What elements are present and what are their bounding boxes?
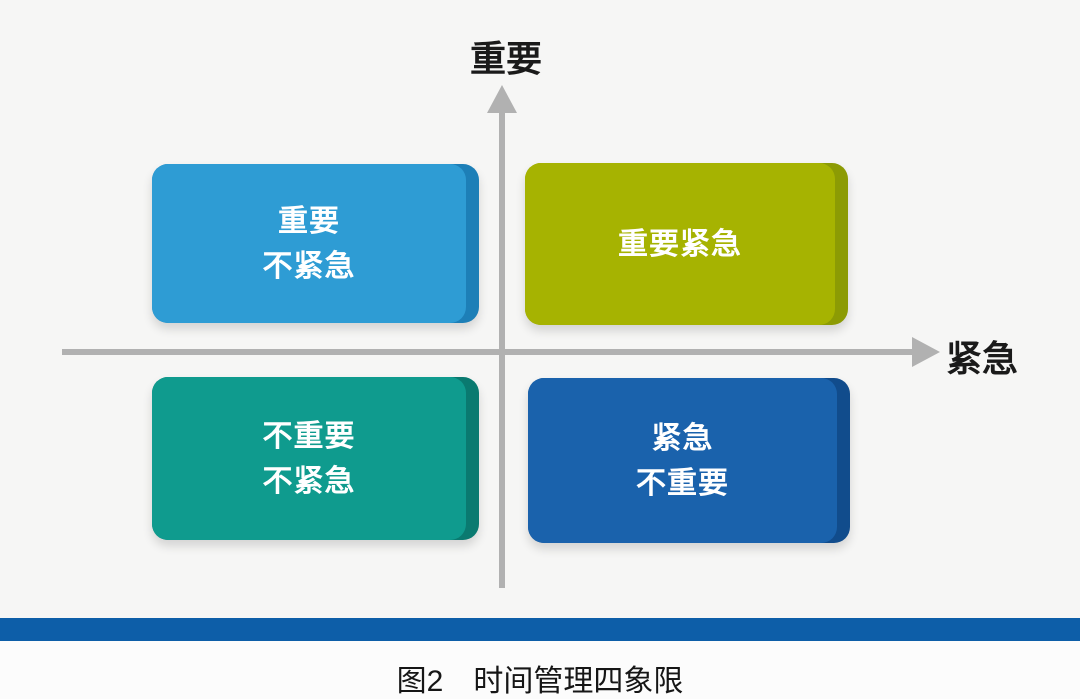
y-axis-line (499, 108, 505, 588)
quadrant-face: 重要紧急 (525, 163, 835, 325)
quadrant-important-urgent: 重要紧急 (525, 163, 848, 325)
quadrant-label-line: 不紧急 (262, 249, 356, 283)
quadrant-label-line: 不紧急 (262, 464, 356, 498)
figure-title: 时间管理四象限 (473, 665, 684, 698)
quadrant-label-line: 紧急 (651, 421, 714, 455)
quadrant-not-important-not-urgent: 不重要 不紧急 (152, 377, 479, 540)
quadrant-label-line: 不重要 (636, 466, 729, 500)
figure-number: 图2 (396, 665, 444, 698)
y-axis-label: 重要 (469, 38, 542, 79)
x-axis-label: 紧急 (946, 338, 1019, 379)
divider-bar (0, 618, 1080, 641)
x-axis-arrow-icon (912, 337, 940, 367)
quadrant-face: 紧急 不重要 (528, 378, 837, 543)
quadrant-face: 重要 不紧急 (152, 164, 466, 323)
quadrant-important-not-urgent: 重要 不紧急 (152, 164, 479, 323)
quadrant-label-line: 不重要 (262, 419, 356, 453)
quadrant-urgent-not-important: 紧急 不重要 (528, 378, 850, 543)
x-axis-line (62, 349, 914, 355)
figure-caption: 图2 时间管理四象限 (0, 656, 1080, 699)
caption-background-strip (0, 641, 1080, 699)
quadrant-label-line: 重要紧急 (618, 227, 742, 261)
quadrant-face: 不重要 不紧急 (152, 377, 466, 540)
quadrant-label-line: 重要 (278, 204, 340, 238)
